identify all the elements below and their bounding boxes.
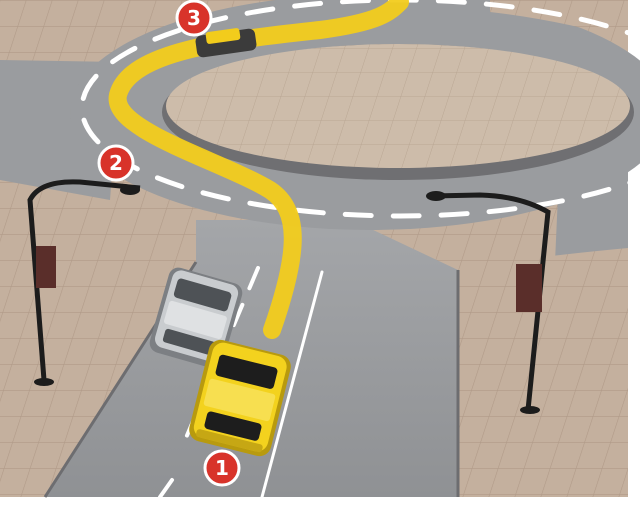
marker-2: 2 — [97, 144, 135, 182]
marker-3-label: 3 — [187, 6, 201, 30]
sidewalk-corner-right — [458, 248, 628, 497]
yellow-car-icon — [189, 339, 291, 457]
street-lamp-icon — [27, 179, 141, 386]
central-island — [162, 44, 634, 180]
marker-3: 3 — [175, 0, 213, 37]
sidewalk-top-left — [0, 0, 200, 48]
street-lamp-icon — [426, 191, 551, 414]
distant-car — [195, 28, 257, 58]
marker-1: 1 — [203, 449, 241, 487]
route-path — [108, 0, 409, 339]
marker-2-label: 2 — [109, 151, 123, 175]
sidewalk-top-right — [490, 0, 628, 40]
marker-1-label: 1 — [215, 456, 229, 480]
